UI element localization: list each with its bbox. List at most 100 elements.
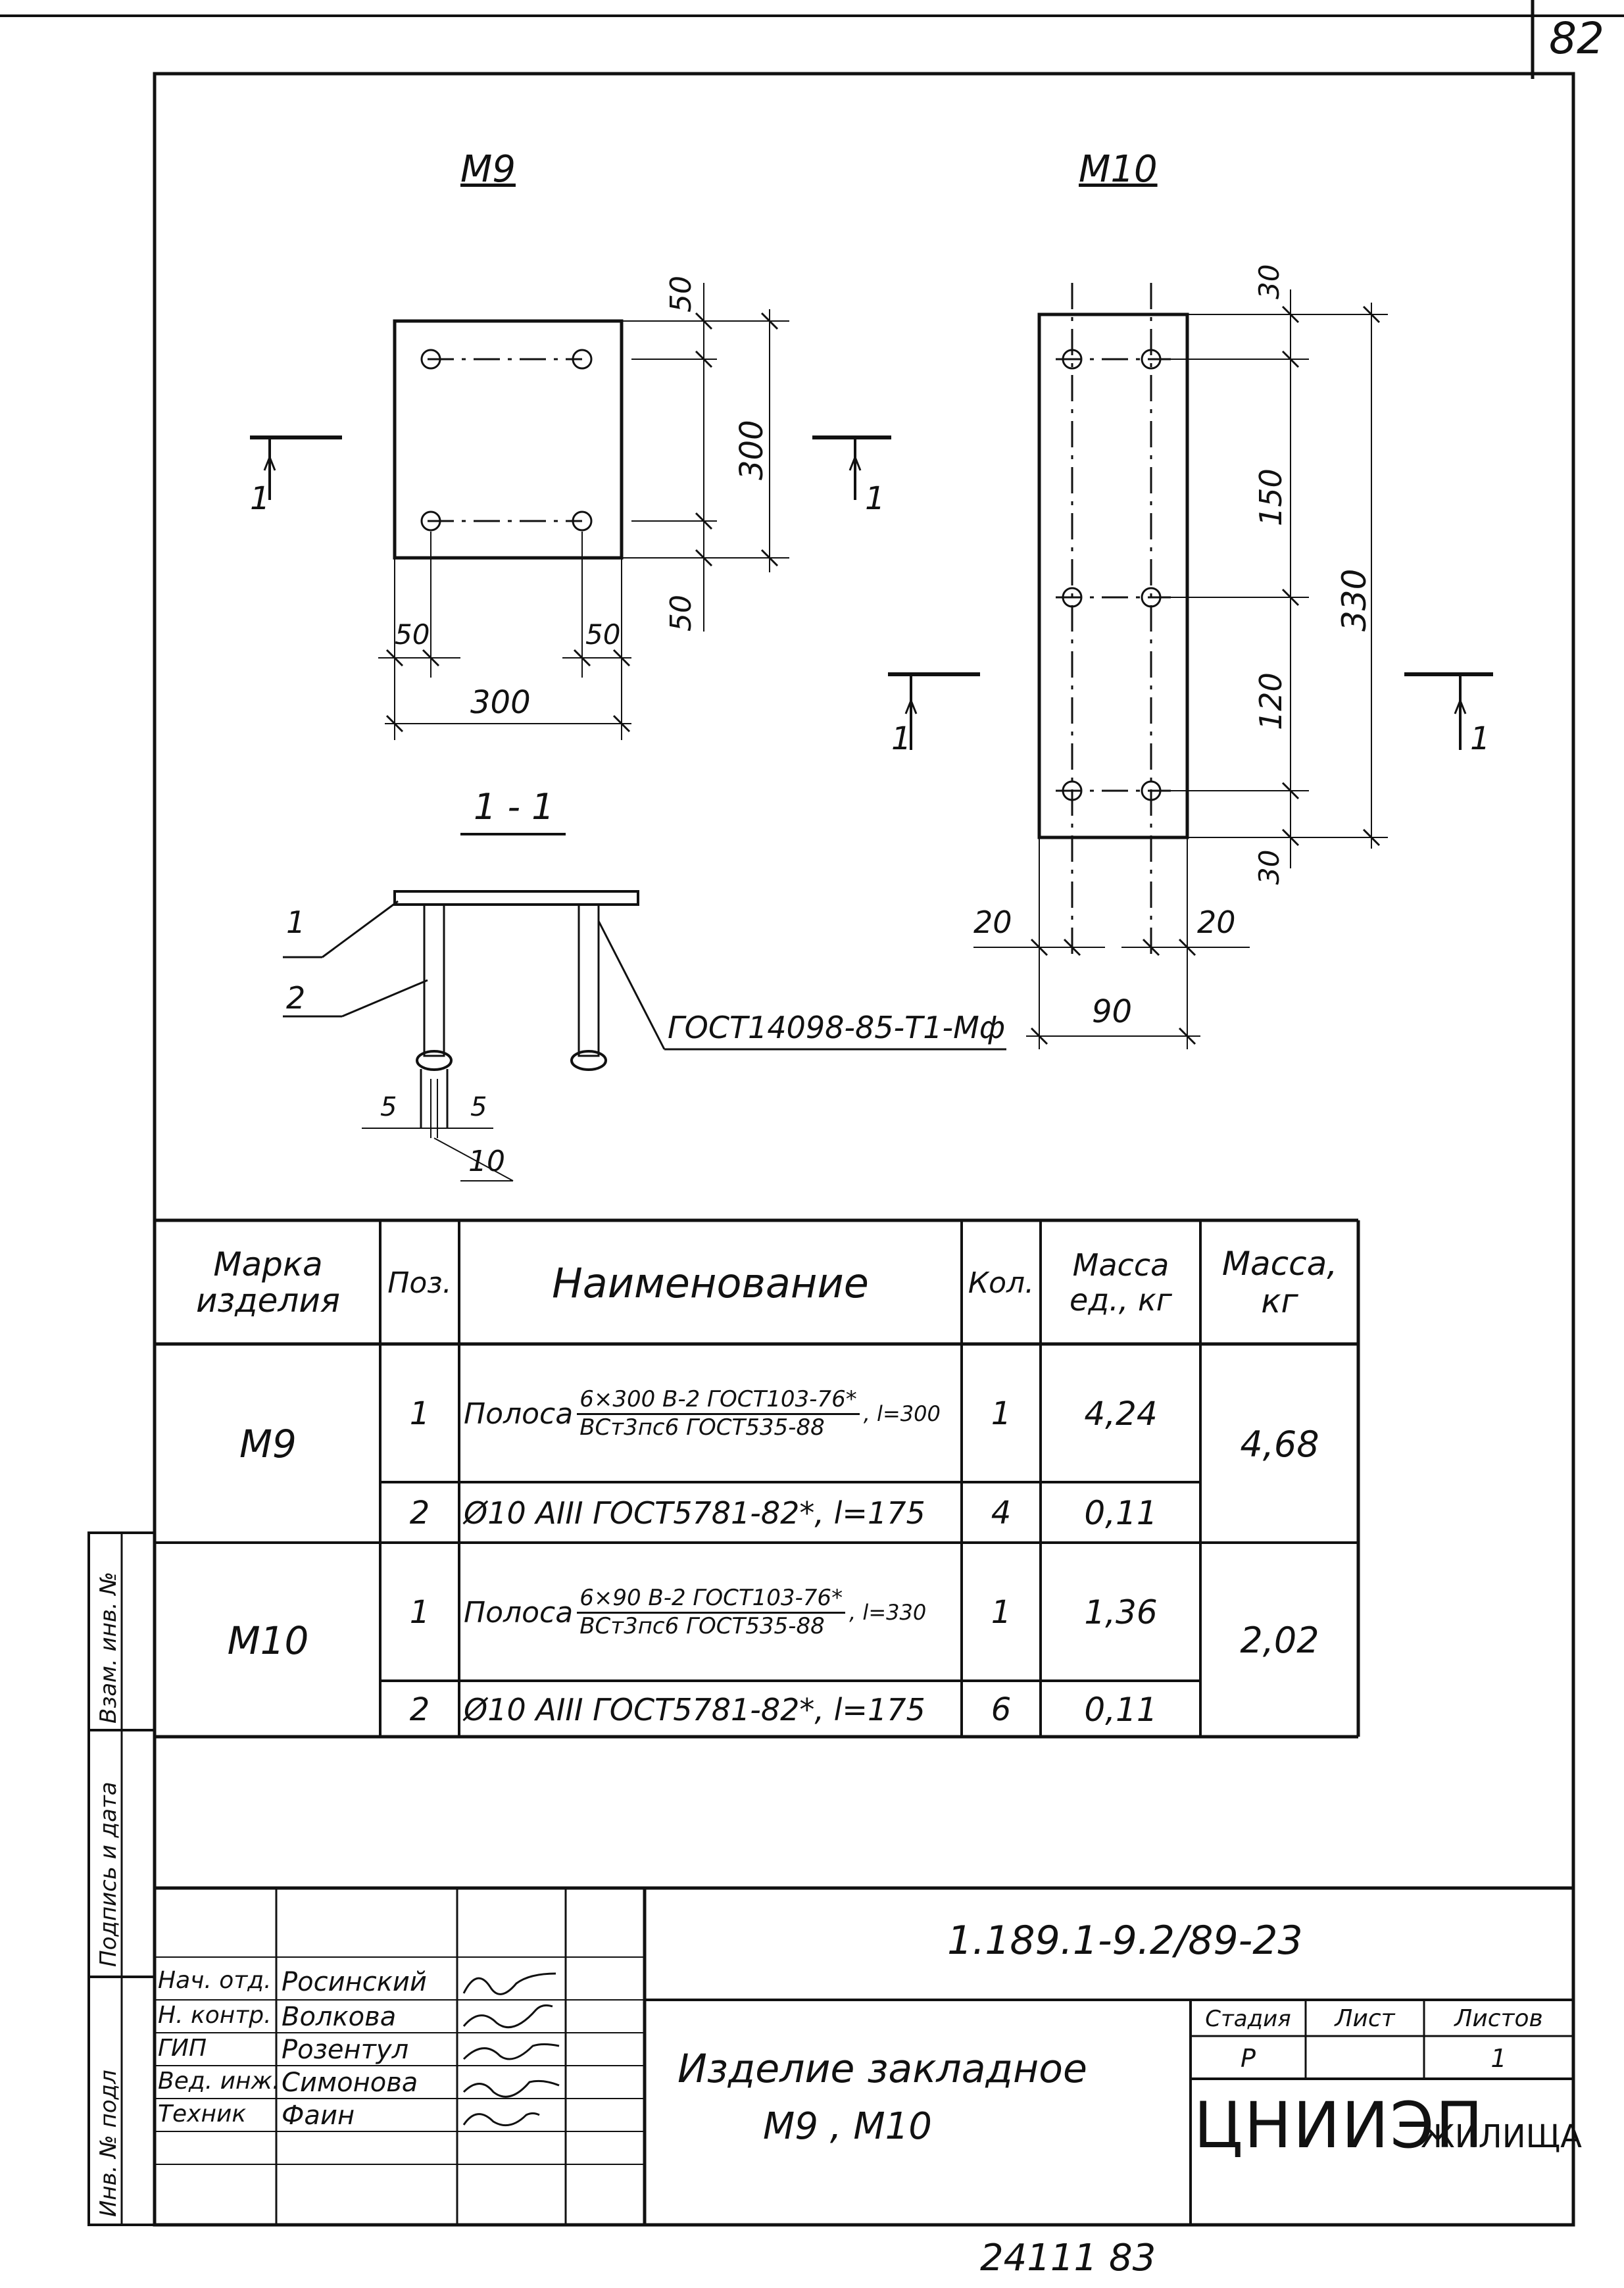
header-name: Наименование bbox=[552, 1258, 869, 1307]
section-mark-m9-left: 1 bbox=[250, 480, 270, 517]
header-mass-unit: Масса ед., кг bbox=[1070, 1247, 1172, 1318]
signature-name: Симонова bbox=[282, 2068, 418, 2098]
header-mass: Масса, кг bbox=[1221, 1244, 1338, 1320]
row-name-strip: Полоса 6×300 В-2 ГОСТ103-76* ВСт3пс6 ГОС… bbox=[464, 1345, 960, 1482]
group-mark-m10: M10 bbox=[227, 1618, 309, 1663]
row-qty: 1 bbox=[991, 1594, 1012, 1631]
section-dim-5a: 5 bbox=[380, 1092, 397, 1122]
m9-dim-bottom: 50 bbox=[664, 595, 698, 632]
row-pos: 1 bbox=[409, 1395, 430, 1432]
row-pos: 1 bbox=[409, 1594, 430, 1631]
section-title: 1 - 1 bbox=[474, 786, 554, 828]
m10-hole bbox=[1141, 780, 1162, 801]
strip-numerator: 6×90 В-2 ГОСТ103-76* bbox=[577, 1586, 846, 1614]
m10-hole bbox=[1062, 349, 1083, 370]
signature-role: Нач. отд. bbox=[158, 1967, 272, 1994]
row-mass-unit: 1,36 bbox=[1084, 1593, 1158, 1631]
m9-dim-top: 50 bbox=[664, 276, 698, 312]
m10-dim-bottom: 30 bbox=[1253, 849, 1285, 885]
m9-hole bbox=[572, 510, 593, 532]
m9-dim-left-offset: 50 bbox=[395, 618, 430, 651]
row-mass-unit: 0,11 bbox=[1084, 1494, 1158, 1532]
m10-hole bbox=[1062, 587, 1083, 608]
m10-hole bbox=[1141, 587, 1162, 608]
m10-plan bbox=[888, 283, 1493, 1049]
m9-hole bbox=[572, 349, 593, 370]
section-dim-10: 10 bbox=[468, 1145, 505, 1178]
stage-header: Стадия bbox=[1205, 2005, 1291, 2032]
signature-role: Н. контр. bbox=[158, 2002, 272, 2029]
strip-denominator: ВСт3пс6 ГОСТ535-88 bbox=[579, 1414, 825, 1441]
strip-prefix: Полоса bbox=[464, 1397, 574, 1431]
signature-name: Росинский bbox=[282, 1967, 427, 1997]
row-name-rebar: Ø10 AIII ГОСТ5781-82*, l=175 bbox=[464, 1495, 925, 1531]
strip-fraction: 6×300 В-2 ГОСТ103-76* ВСт3пс6 ГОСТ535-88 bbox=[577, 1387, 860, 1441]
archive-number: 24111 83 bbox=[980, 2237, 1156, 2279]
group-mark-m9: M9 bbox=[239, 1422, 297, 1466]
signature-role: ГИП bbox=[158, 2035, 207, 2062]
header-qty: Кол. bbox=[968, 1266, 1035, 1300]
signature-name: Волкова bbox=[282, 2002, 397, 2032]
m9-dim-height: 300 bbox=[733, 420, 770, 480]
m9-dim-width: 300 bbox=[470, 684, 531, 721]
strip-fraction: 6×90 В-2 ГОСТ103-76* ВСт3пс6 ГОСТ535-88 bbox=[577, 1586, 846, 1639]
strip-length: , l=330 bbox=[849, 1600, 927, 1625]
strip-numerator: 6×300 В-2 ГОСТ103-76* bbox=[577, 1387, 860, 1415]
header-pos: Поз. bbox=[387, 1266, 452, 1300]
row-mass-unit: 0,11 bbox=[1084, 1690, 1158, 1729]
org-logo-big: ЦНИИЭП bbox=[1194, 2089, 1485, 2162]
m10-dim-mid2: 120 bbox=[1253, 672, 1289, 730]
m10-dim-right-offset: 20 bbox=[1197, 905, 1236, 940]
m9-plan bbox=[250, 283, 891, 740]
section-1-1 bbox=[283, 833, 1006, 1181]
org-logo-small: ЖИЛИЩА bbox=[1421, 2118, 1582, 2155]
m10-dim-total: 330 bbox=[1335, 568, 1373, 632]
m9-hole bbox=[420, 510, 441, 532]
signature-name: Розентул bbox=[282, 2035, 409, 2065]
side-stamp-replaced-inv: Взам. инв. № bbox=[95, 1572, 122, 1724]
signature-role: Техник bbox=[158, 2101, 247, 2127]
group-mass-m9: 4,68 bbox=[1240, 1423, 1319, 1465]
spec-table-grid bbox=[155, 1218, 1360, 1739]
m9-dim-right-offset: 50 bbox=[585, 618, 621, 651]
section-dim-5b: 5 bbox=[470, 1092, 487, 1122]
weld-standard: ГОСТ14098-85-Т1-Мф bbox=[668, 1010, 1006, 1045]
doc-title-line2: M9 , M10 bbox=[763, 2105, 932, 2148]
signature-scribbles bbox=[462, 1972, 560, 2127]
m10-hole bbox=[1141, 349, 1162, 370]
m9-title: M9 bbox=[460, 148, 516, 191]
strip-length: , l=300 bbox=[863, 1401, 941, 1426]
strip-denominator: ВСт3пс6 ГОСТ535-88 bbox=[579, 1612, 825, 1639]
row-name-rebar: Ø10 AIII ГОСТ5781-82*, l=175 bbox=[464, 1691, 925, 1728]
group-mass-m10: 2,02 bbox=[1240, 1620, 1319, 1661]
sheets-value: 1 bbox=[1490, 2043, 1507, 2073]
row-qty: 6 bbox=[991, 1691, 1012, 1728]
m9-hole bbox=[420, 349, 441, 370]
m10-dim-top: 30 bbox=[1253, 264, 1285, 299]
row-pos: 2 bbox=[409, 1495, 430, 1531]
signature-name: Фаин bbox=[282, 2101, 355, 2131]
row-qty: 4 bbox=[991, 1495, 1012, 1531]
m10-hole bbox=[1062, 780, 1083, 801]
m10-dim-width: 90 bbox=[1092, 993, 1133, 1030]
sheet-frame bbox=[153, 72, 1575, 2227]
sheet-header: Лист bbox=[1335, 2005, 1395, 2032]
doc-code: 1.189.1-9.2/89-23 bbox=[947, 1918, 1303, 1964]
m10-title: M10 bbox=[1079, 148, 1158, 191]
row-pos: 2 bbox=[409, 1691, 430, 1728]
m10-dim-mid1: 150 bbox=[1253, 468, 1289, 526]
section-mark-m10-right: 1 bbox=[1470, 720, 1490, 757]
section-mark-m9-right: 1 bbox=[865, 480, 885, 517]
row-name-strip: Полоса 6×90 В-2 ГОСТ103-76* ВСт3пс6 ГОСТ… bbox=[464, 1544, 960, 1681]
strip-prefix: Полоса bbox=[464, 1595, 574, 1629]
sheet-value bbox=[1306, 2037, 1424, 2079]
section-mark-m10-left: 1 bbox=[891, 720, 912, 757]
signature-role: Вед. инж. bbox=[158, 2068, 280, 2095]
section-pos1: 1 bbox=[286, 905, 306, 940]
header-mark: Марка изделия bbox=[196, 1245, 340, 1320]
side-stamp-sign-date: Подпись и дата bbox=[95, 1781, 122, 1967]
page-number: 82 bbox=[1549, 13, 1604, 64]
row-qty: 1 bbox=[991, 1395, 1012, 1432]
sheets-header: Листов bbox=[1454, 2005, 1543, 2032]
